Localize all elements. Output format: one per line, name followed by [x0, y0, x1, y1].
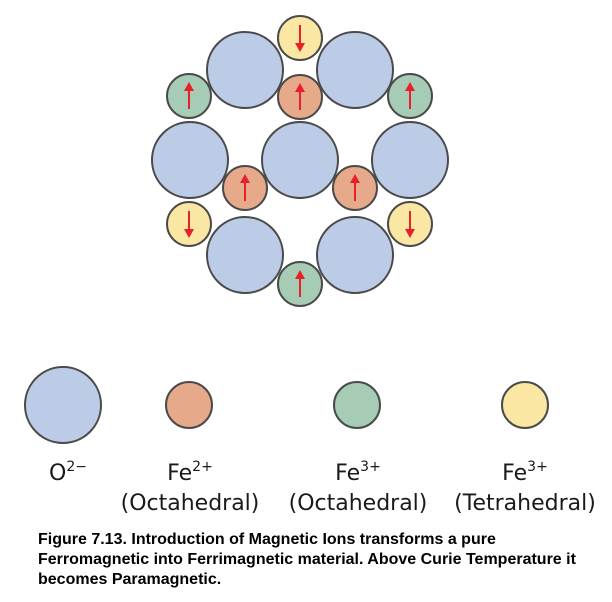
oxygen-ion: [206, 216, 284, 294]
legend-label-oxygen: O2−: [49, 459, 87, 486]
legend-swatch-fe3-octahedral: [333, 381, 381, 429]
legend-swatch-fe2-octahedral: [165, 381, 213, 429]
oxygen-ion: [151, 121, 229, 199]
figure-caption: Figure 7.13. Introduction of Magnetic Io…: [38, 531, 576, 588]
oxygen-ion: [371, 121, 449, 199]
legend-site-fe3-oct: (Octahedral): [289, 491, 428, 516]
spin-down-arrow-icon: [295, 25, 305, 52]
spin-arrows: [184, 25, 415, 297]
spin-up-arrow-icon: [405, 82, 415, 109]
oxygen-ions: [151, 31, 449, 294]
legend-site-fe3-tet: (Tetrahedral): [454, 491, 596, 516]
spin-up-arrow-icon: [295, 83, 305, 110]
oxygen-ion: [316, 31, 394, 109]
spin-down-arrow-icon: [405, 211, 415, 238]
fe3-octahedral-ions: [166, 73, 433, 307]
spin-up-arrow-icon: [295, 270, 305, 297]
legend-label-fe3-oct: Fe3+: [335, 459, 381, 486]
legend: O2− Fe2+ (Octahedral) Fe3+ (Octahedral) …: [24, 366, 596, 516]
spin-up-arrow-icon: [184, 82, 194, 109]
oxygen-ion: [316, 216, 394, 294]
legend-label-fe3-tet: Fe3+: [502, 459, 548, 486]
legend-label-fe2: Fe2+: [167, 459, 213, 486]
legend-swatch-oxygen: [24, 366, 102, 444]
legend-swatch-fe3-tetrahedral: [501, 381, 549, 429]
spin-up-arrow-icon: [240, 174, 250, 201]
oxygen-ion: [261, 121, 339, 199]
spin-up-arrow-icon: [350, 174, 360, 201]
spin-down-arrow-icon: [184, 211, 194, 238]
legend-site-fe2: (Octahedral): [121, 491, 260, 516]
oxygen-ion: [206, 31, 284, 109]
